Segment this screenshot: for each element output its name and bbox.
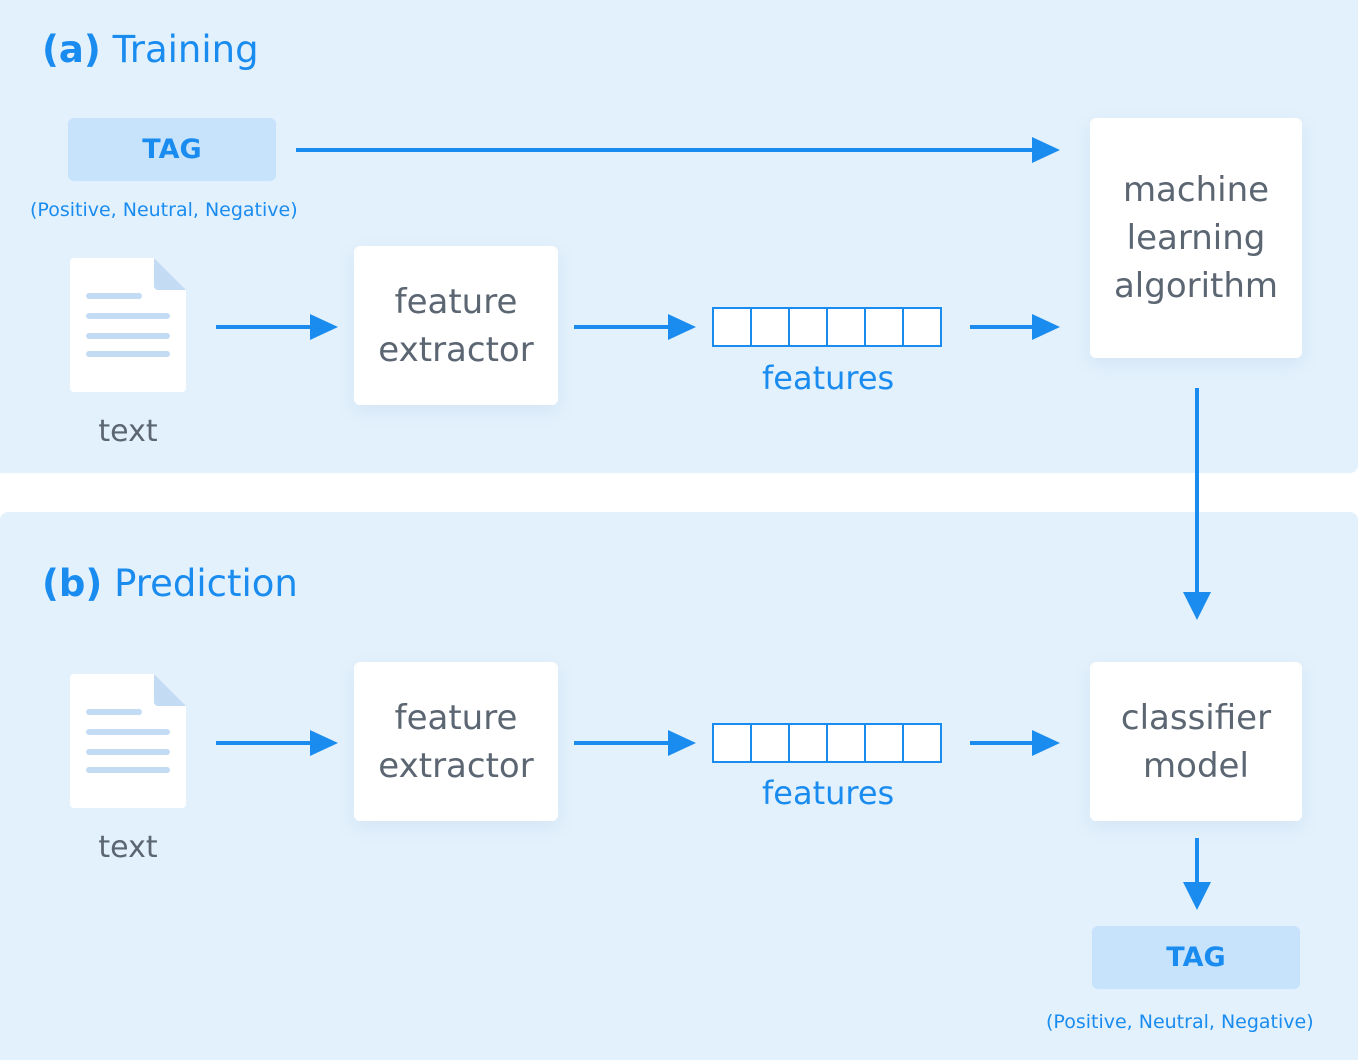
prediction-feature-extractor: feature extractor xyxy=(354,662,558,821)
training-title-letter: (a) xyxy=(42,28,101,71)
arrow-right-icon xyxy=(216,730,338,756)
classifier-model-box: classifier model xyxy=(1090,662,1302,821)
training-feature-vector xyxy=(712,307,942,347)
prediction-tag-label: TAG xyxy=(1166,942,1226,973)
ml-algorithm-box: machine learning algorithm xyxy=(1090,118,1302,358)
feature-cell xyxy=(712,307,752,347)
algorithm-line1: machine xyxy=(1122,170,1270,210)
training-tag-note: (Positive, Neutral, Negative) xyxy=(30,199,298,221)
arrow-down-icon xyxy=(1183,388,1211,620)
training-doc-label: text xyxy=(98,414,158,449)
arrow-down-icon xyxy=(1183,838,1211,910)
arrow-right-icon xyxy=(296,137,1060,163)
feature-cell xyxy=(902,307,942,347)
prediction-extractor-line2: extractor xyxy=(378,745,534,786)
algorithm-line2: learning xyxy=(1126,218,1266,258)
training-title-word: Training xyxy=(112,28,259,71)
prediction-tag-note: (Positive, Neutral, Negative) xyxy=(1046,1011,1314,1033)
training-features-label: features xyxy=(762,359,895,397)
prediction-doc-label: text xyxy=(98,830,158,865)
arrow-right-icon xyxy=(970,730,1060,756)
prediction-document-icon xyxy=(70,674,186,808)
feature-cell xyxy=(750,307,790,347)
training-extractor-line1: feature xyxy=(394,281,518,322)
training-title: (a) Training xyxy=(42,28,259,71)
training-tag-box: TAG xyxy=(68,118,276,181)
training-feature-extractor: feature extractor xyxy=(354,246,558,405)
prediction-features-label: features xyxy=(762,774,895,812)
prediction-extractor-line1: feature xyxy=(394,697,518,738)
model-line2: model xyxy=(1143,745,1249,786)
training-document-icon xyxy=(70,258,186,392)
feature-cell xyxy=(864,723,904,763)
prediction-title: (b) Prediction xyxy=(42,562,298,605)
feature-cell xyxy=(788,723,828,763)
arrow-right-icon xyxy=(574,314,696,340)
prediction-title-letter: (b) xyxy=(42,562,103,605)
prediction-feature-vector xyxy=(712,723,942,763)
feature-cell xyxy=(826,307,866,347)
model-line1: classifier xyxy=(1120,697,1272,738)
feature-cell xyxy=(750,723,790,763)
feature-cell xyxy=(864,307,904,347)
feature-cell xyxy=(902,723,942,763)
algorithm-line3: algorithm xyxy=(1113,266,1279,306)
training-extractor-line2: extractor xyxy=(378,329,534,370)
arrow-right-icon xyxy=(216,314,338,340)
prediction-title-word: Prediction xyxy=(114,562,298,605)
prediction-tag-box: TAG xyxy=(1092,926,1300,989)
training-tag-label: TAG xyxy=(142,134,202,165)
arrow-right-icon xyxy=(970,314,1060,340)
arrow-right-icon xyxy=(574,730,696,756)
